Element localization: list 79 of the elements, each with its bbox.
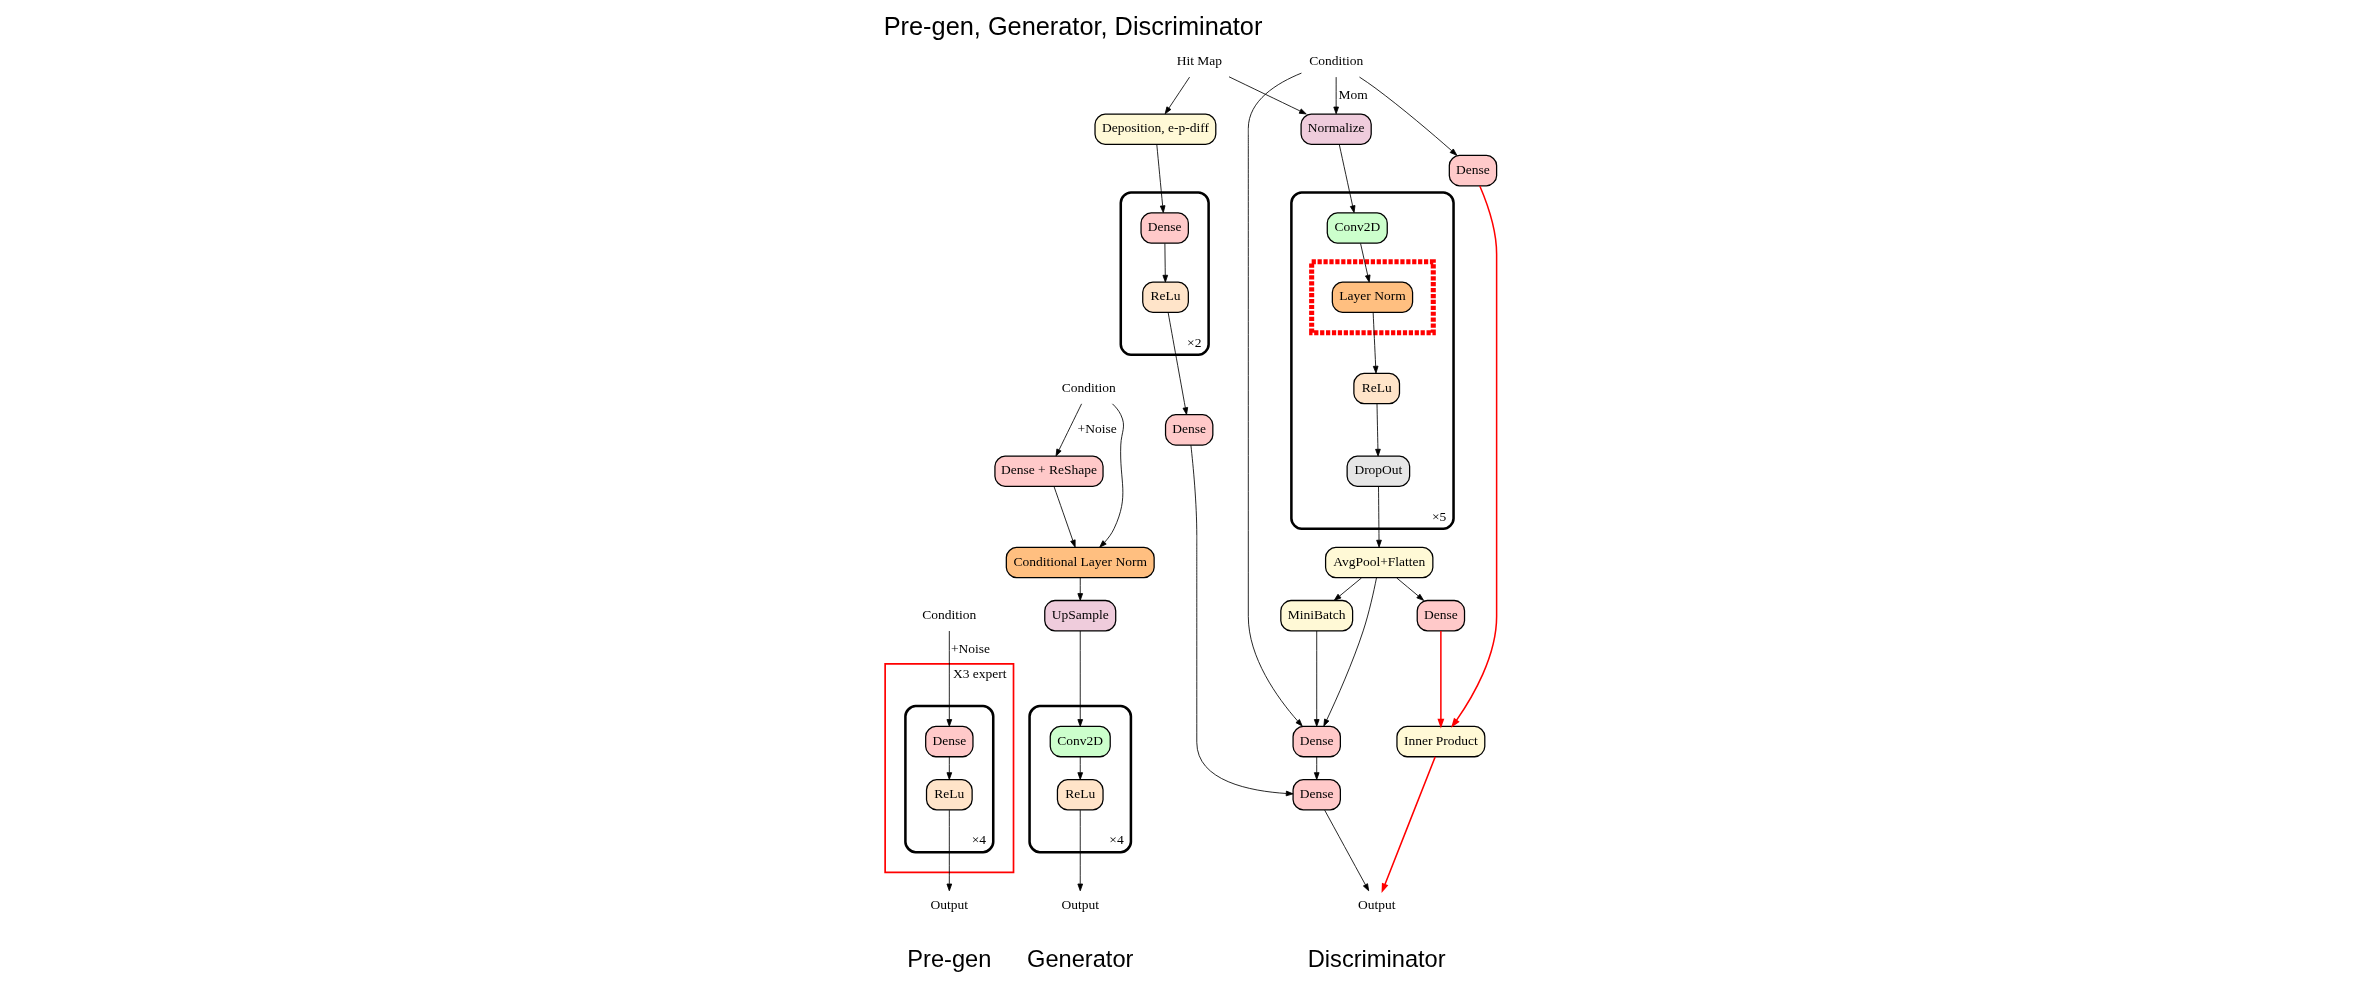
node-box: Dense: [1291, 725, 1341, 758]
cluster: [1027, 704, 1132, 854]
edge-label: +Noise: [950, 640, 990, 656]
node-box: Layer Norm: [1331, 281, 1413, 314]
node-text: Condition: [1061, 379, 1116, 395]
node-box: Dense: [1448, 154, 1497, 187]
arrow: [1055, 403, 1082, 457]
cluster: [903, 704, 994, 854]
node-box: Inner Product: [1395, 725, 1485, 758]
node-box: Dense: [1416, 599, 1465, 632]
arrow: [1167, 312, 1188, 415]
label: Generator: [1026, 945, 1133, 972]
arrow: [1332, 76, 1339, 115]
arrow: [1375, 486, 1382, 548]
arrow: [1372, 312, 1378, 374]
cluster: [1119, 191, 1210, 356]
arrow: [1333, 577, 1362, 601]
node-box: Conv2D: [1049, 725, 1111, 758]
node-label: ×5: [1431, 508, 1446, 524]
arrow: [1323, 809, 1369, 892]
arrow: [1053, 486, 1076, 548]
arrow: [1313, 756, 1319, 780]
node-label: ×4: [971, 832, 986, 848]
label: Discriminator: [1307, 945, 1446, 972]
arrow: [1076, 630, 1083, 727]
node-box: Conditional Layer Norm: [1005, 546, 1155, 579]
arrow: [1076, 809, 1083, 892]
arrow: [946, 756, 952, 780]
node-label: ×4: [1108, 832, 1124, 848]
node-box: Dense + ReShape: [993, 455, 1104, 488]
cluster: [1289, 191, 1455, 530]
node-box: Dense: [1164, 414, 1213, 446]
arrow: [1076, 577, 1083, 601]
arrow: [1164, 76, 1190, 115]
node-box: MiniBatch: [1279, 599, 1353, 632]
node-box: Dense: [924, 725, 974, 758]
node-text: Hit Map: [1176, 52, 1222, 68]
arrow: [1228, 76, 1307, 115]
arrow: [1359, 243, 1370, 283]
arrow: [1395, 577, 1424, 601]
arrow: [1338, 144, 1355, 214]
arrow: [946, 630, 952, 727]
node-box: DropOut: [1346, 455, 1410, 488]
node-box: ReLu: [1141, 281, 1189, 314]
edge-label: Mom: [1337, 86, 1368, 102]
arrow: [1155, 144, 1165, 214]
arrow: [1381, 756, 1436, 894]
node-text: Output: [1060, 897, 1099, 913]
node-box: UpSample: [1043, 599, 1116, 632]
node-box: Dense: [1291, 778, 1341, 811]
arrow: [1313, 630, 1319, 727]
diagram-title: Pre-gen, Generator, Discriminator: [883, 12, 1262, 41]
node-box: AvgPool+Flatten: [1324, 546, 1433, 579]
arrow: [1374, 403, 1381, 457]
cluster: [1308, 259, 1436, 336]
node-box: ReLu: [925, 778, 973, 811]
arrow: [1436, 630, 1444, 729]
arrow: [1162, 243, 1168, 283]
arrow: [1322, 577, 1377, 727]
node-text: Condition: [921, 606, 976, 622]
node-box: Conv2D: [1326, 212, 1388, 244]
arrow: [1247, 72, 1303, 727]
node-box: Normalize: [1299, 113, 1372, 146]
node-text: Output: [1357, 897, 1395, 913]
node-text: Condition: [1308, 52, 1363, 68]
edge-label: +Noise: [1077, 421, 1117, 437]
node-text: Output: [930, 897, 968, 913]
node-box: Dense: [1139, 212, 1189, 244]
arrow: [946, 809, 952, 892]
node-label: ×2: [1186, 334, 1201, 350]
arrow: [1358, 76, 1457, 156]
node-box: Deposition, e-p-diff: [1093, 113, 1216, 146]
node-box: ReLu: [1056, 778, 1104, 811]
node-box: ReLu: [1352, 372, 1400, 405]
label: Pre-gen: [906, 945, 991, 972]
arrow: [1098, 403, 1124, 548]
arrow: [1450, 185, 1497, 728]
arrow: [1190, 444, 1293, 797]
arrow: [1076, 756, 1083, 780]
